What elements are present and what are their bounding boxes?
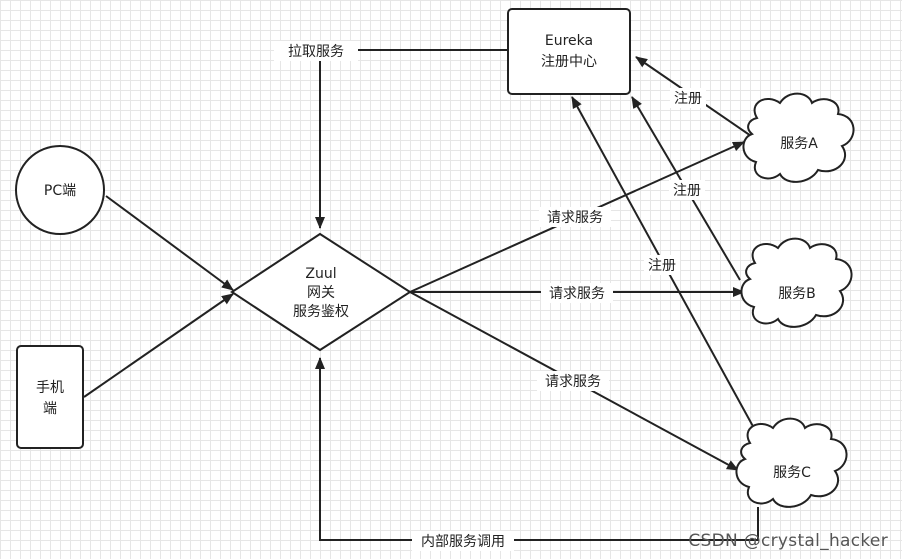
zuul-desc: 服务鉴权 (293, 304, 349, 320)
label-internal-call: 内部服务调用 (421, 534, 505, 550)
mobile-label-line2: 端 (43, 401, 57, 417)
mobile-node (16, 345, 84, 449)
service-a-node (742, 92, 855, 183)
label-request-b: 请求服务 (549, 286, 605, 302)
service-b-node (740, 237, 853, 328)
edge-internal-call (315, 357, 759, 541)
edge-pc-to-zuul (105, 195, 234, 291)
label-request-a: 请求服务 (547, 210, 603, 226)
eureka-title: Eureka (545, 33, 593, 49)
zuul-subtitle: 网关 (307, 285, 335, 301)
service-c-label: 服务C (773, 465, 811, 481)
mobile-label-line1: 手机 (36, 380, 64, 396)
pc-node (15, 145, 105, 235)
edge-pull-services (315, 49, 508, 229)
label-register-b: 注册 (673, 183, 701, 199)
label-pull-services: 拉取服务 (288, 44, 344, 60)
eureka-node (507, 8, 631, 95)
edge-mobile-to-zuul (83, 293, 234, 398)
label-request-c: 请求服务 (545, 374, 601, 390)
service-a-label: 服务A (780, 136, 818, 152)
pc-label: PC端 (44, 183, 76, 199)
zuul-title: Zuul (305, 266, 336, 282)
label-register-a: 注册 (674, 91, 702, 107)
service-b-label: 服务B (778, 286, 816, 302)
label-register-c: 注册 (648, 258, 676, 274)
watermark: CSDN @crystal_hacker (688, 531, 888, 551)
eureka-subtitle: 注册中心 (541, 54, 597, 70)
zuul-gateway-node (230, 232, 412, 352)
service-c-node (735, 417, 848, 508)
